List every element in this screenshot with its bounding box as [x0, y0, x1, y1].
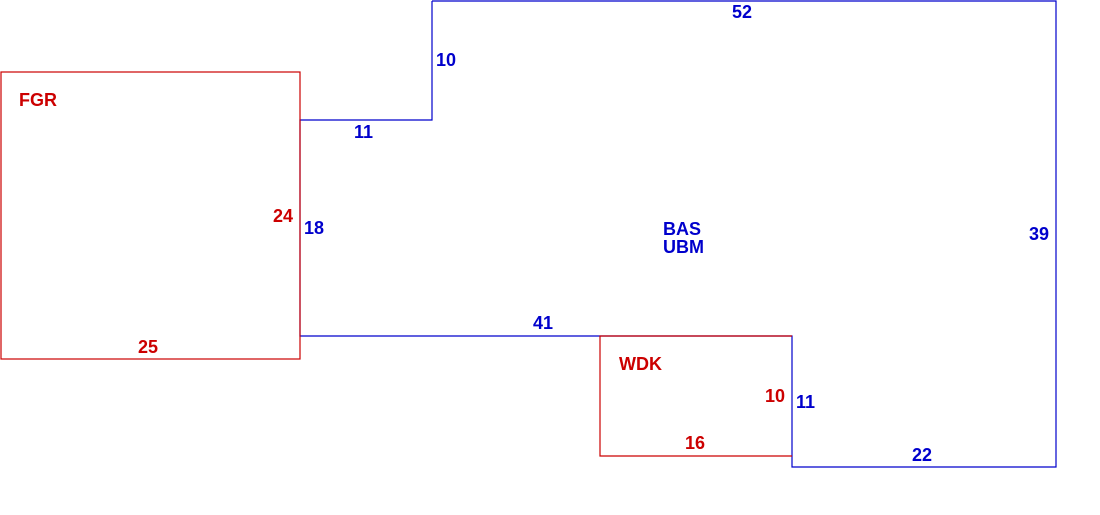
- main-left-dimension: 18: [304, 218, 325, 238]
- wdk-right-dimension: 10: [765, 386, 786, 406]
- fgr-area-outline: [0, 71, 301, 360]
- main-area-code-bas: BAS: [663, 219, 702, 239]
- main-right-dimension: 39: [1029, 224, 1050, 244]
- fgr-bottom-dimension: 25: [138, 337, 159, 357]
- main-area-codes: BAS UBM: [663, 220, 704, 256]
- wdk-area-outline: [599, 335, 792, 457]
- main-step-horizontal-dimension: 11: [354, 122, 374, 142]
- main-top-dimension: 52: [732, 2, 753, 22]
- main-bottom-left-dimension: 41: [533, 313, 554, 333]
- main-area-code-ubm: UBM: [663, 237, 704, 257]
- fgr-area-code: FGR: [19, 90, 57, 110]
- wdk-bottom-dimension: 16: [685, 433, 706, 453]
- main-step-vertical-dimension: 10: [436, 50, 457, 70]
- main-notch-vertical-dimension: 11: [796, 392, 816, 412]
- main-bottom-right-dimension: 22: [912, 445, 933, 465]
- wdk-area-code: WDK: [619, 354, 662, 374]
- fgr-right-dimension: 24: [273, 206, 294, 226]
